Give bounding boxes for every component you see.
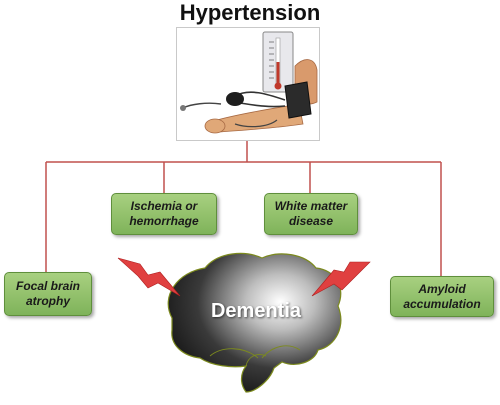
lightning-right-icon <box>311 261 371 297</box>
white-matter-disease-box: White matter disease <box>264 193 358 235</box>
blood-pressure-cuff-icon <box>176 27 320 141</box>
focal-brain-atrophy-box: Focal brain atrophy <box>4 272 92 316</box>
dementia-label: Dementia <box>210 300 302 322</box>
amyloid-accumulation-box: Amyloid accumulation <box>390 276 494 317</box>
ischemia-hemorrhage-box: Ischemia or hemorrhage <box>111 193 217 235</box>
brain-icon <box>167 252 342 393</box>
diagram-title: Hypertension <box>179 0 321 25</box>
lightning-left-icon <box>117 257 181 297</box>
